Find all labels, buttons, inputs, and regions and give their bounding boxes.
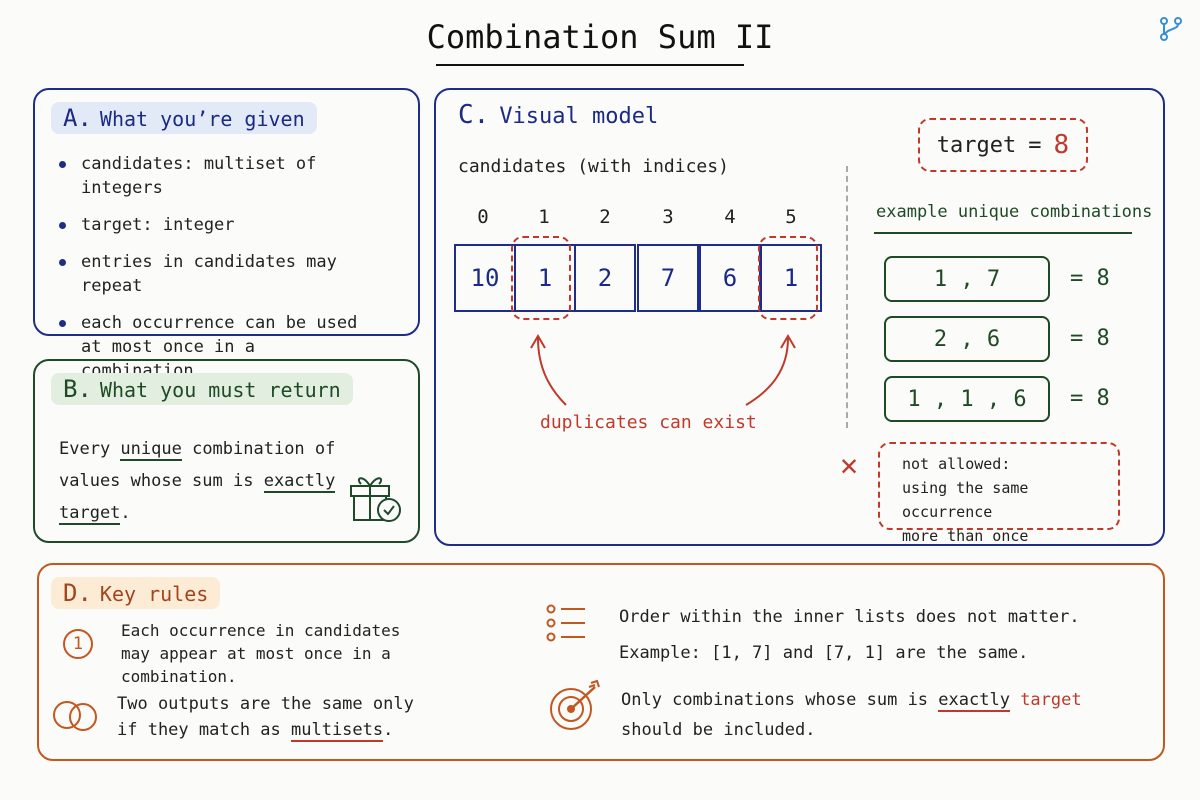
panel-given: A. What you’re given candidates: multiset… bbox=[33, 88, 420, 381]
text: Two outputs are the same only if they ma… bbox=[117, 694, 414, 740]
text: combination of values whose sum is bbox=[59, 439, 336, 491]
rule-occurrence: Each occurrence in candidates may appear… bbox=[121, 621, 401, 686]
title-underline bbox=[436, 64, 744, 66]
array-cell: 10 bbox=[454, 244, 516, 312]
candidates-label: candidates (with indices) bbox=[458, 156, 729, 177]
panel-visual-heading: C. Visual model bbox=[458, 100, 658, 130]
emphasis-target: target bbox=[59, 503, 121, 525]
emphasis-target: target bbox=[1020, 690, 1082, 710]
heading-text: Key rules bbox=[99, 582, 209, 606]
combination-box: 1 , 1 , 6 bbox=[884, 376, 1050, 422]
return-description: Every unique combination of values whose… bbox=[59, 433, 379, 529]
array-cell: 7 bbox=[637, 244, 699, 312]
overlapping-circles-icon bbox=[53, 701, 97, 731]
text: . bbox=[383, 720, 394, 740]
text: Order within the inner lists does not ma… bbox=[619, 607, 1080, 627]
duplicate-highlight bbox=[511, 236, 571, 320]
combination-box: 1 , 7 bbox=[884, 256, 1050, 302]
examples-underline bbox=[874, 232, 1132, 234]
section-divider bbox=[846, 166, 848, 428]
note-line: not allowed: bbox=[902, 455, 1011, 473]
ordered-list-icon bbox=[546, 604, 585, 642]
emphasis-exactly: exactly bbox=[263, 471, 336, 493]
panel-rules-heading: D. Key rules bbox=[51, 577, 221, 609]
rule-order: Order within the inner lists does not ma… bbox=[619, 599, 1080, 671]
heading-text: What you must return bbox=[99, 378, 341, 402]
rule-exact-sum: Only combinations whose sum is exactly t… bbox=[621, 685, 1082, 745]
text: . bbox=[120, 503, 131, 523]
combination-sum: = 8 bbox=[1070, 386, 1110, 411]
equals-sign: = bbox=[1028, 132, 1042, 158]
panel-return-heading: B. What you must return bbox=[51, 373, 353, 405]
panel-key-rules: D. Key rules 1 Each occurrence in candida… bbox=[37, 563, 1165, 761]
text: Every bbox=[59, 439, 121, 459]
index-label: 2 bbox=[599, 206, 611, 228]
note-line: more than once bbox=[902, 527, 1029, 545]
array-cell: 2 bbox=[574, 244, 636, 312]
panel-letter: A. bbox=[63, 104, 92, 132]
list-item: target: integer bbox=[59, 213, 401, 237]
not-allowed-note: not allowed: using the same occurrence m… bbox=[878, 442, 1120, 545]
text: Example: [1, 7] and [7, 1] are the same. bbox=[619, 643, 1029, 663]
rule-multisets: Two outputs are the same only if they ma… bbox=[117, 691, 437, 743]
index-label: 0 bbox=[477, 206, 489, 228]
index-label: 1 bbox=[538, 206, 550, 228]
combination-sum: = 8 bbox=[1070, 326, 1110, 351]
panel-return: B. What you must return Every unique comb… bbox=[33, 359, 420, 543]
index-label: 5 bbox=[785, 206, 797, 228]
target-box: target = 8 bbox=[918, 118, 1088, 172]
panel-letter: B. bbox=[63, 375, 92, 403]
examples-label: example unique combinations bbox=[876, 202, 1153, 222]
list-item: entries in candidates may repeat bbox=[59, 250, 401, 298]
gift-check-icon bbox=[350, 477, 401, 522]
number-one-icon: 1 bbox=[63, 629, 93, 659]
target-value: 8 bbox=[1053, 130, 1070, 160]
text: should be included. bbox=[621, 720, 816, 740]
note-line: using the same occurrence bbox=[902, 479, 1029, 521]
text: Only combinations whose sum is bbox=[621, 690, 939, 710]
given-list: candidates: multiset of integers target:… bbox=[59, 152, 401, 396]
duplicates-label: duplicates can exist bbox=[540, 412, 757, 433]
panel-visual-model: C. Visual model candidates (with indices)… bbox=[434, 88, 1165, 546]
emphasis-unique: unique bbox=[120, 439, 182, 461]
git-branch-icon bbox=[1160, 17, 1182, 41]
panel-letter: D. bbox=[63, 579, 92, 607]
index-label: 4 bbox=[724, 206, 736, 228]
list-item: each occurrence can be used at most once… bbox=[59, 311, 371, 383]
heading-text: Visual model bbox=[499, 104, 659, 129]
x-mark-icon: ✕ bbox=[840, 448, 859, 483]
duplicate-highlight bbox=[758, 236, 818, 320]
duplicate-arrows bbox=[530, 334, 796, 406]
combination-box: 2 , 6 bbox=[884, 316, 1050, 362]
combination-sum: = 8 bbox=[1070, 266, 1110, 291]
target-label: target bbox=[936, 132, 1017, 158]
emphasis-multisets: multisets bbox=[291, 720, 384, 742]
index-label: 3 bbox=[662, 206, 674, 228]
list-item: candidates: multiset of integers bbox=[59, 152, 401, 200]
panel-letter: C. bbox=[458, 100, 490, 130]
target-arrow-icon bbox=[550, 679, 600, 730]
page-title: Combination Sum II bbox=[426, 18, 774, 56]
text-line: Only combinations whose sum is exactly t… bbox=[621, 685, 1082, 715]
panel-given-heading: A. What you’re given bbox=[51, 102, 317, 134]
emphasis-exactly: exactly bbox=[938, 690, 1010, 712]
text bbox=[1010, 690, 1020, 710]
heading-text: What you’re given bbox=[99, 107, 305, 131]
array-cell: 1 bbox=[760, 244, 822, 312]
